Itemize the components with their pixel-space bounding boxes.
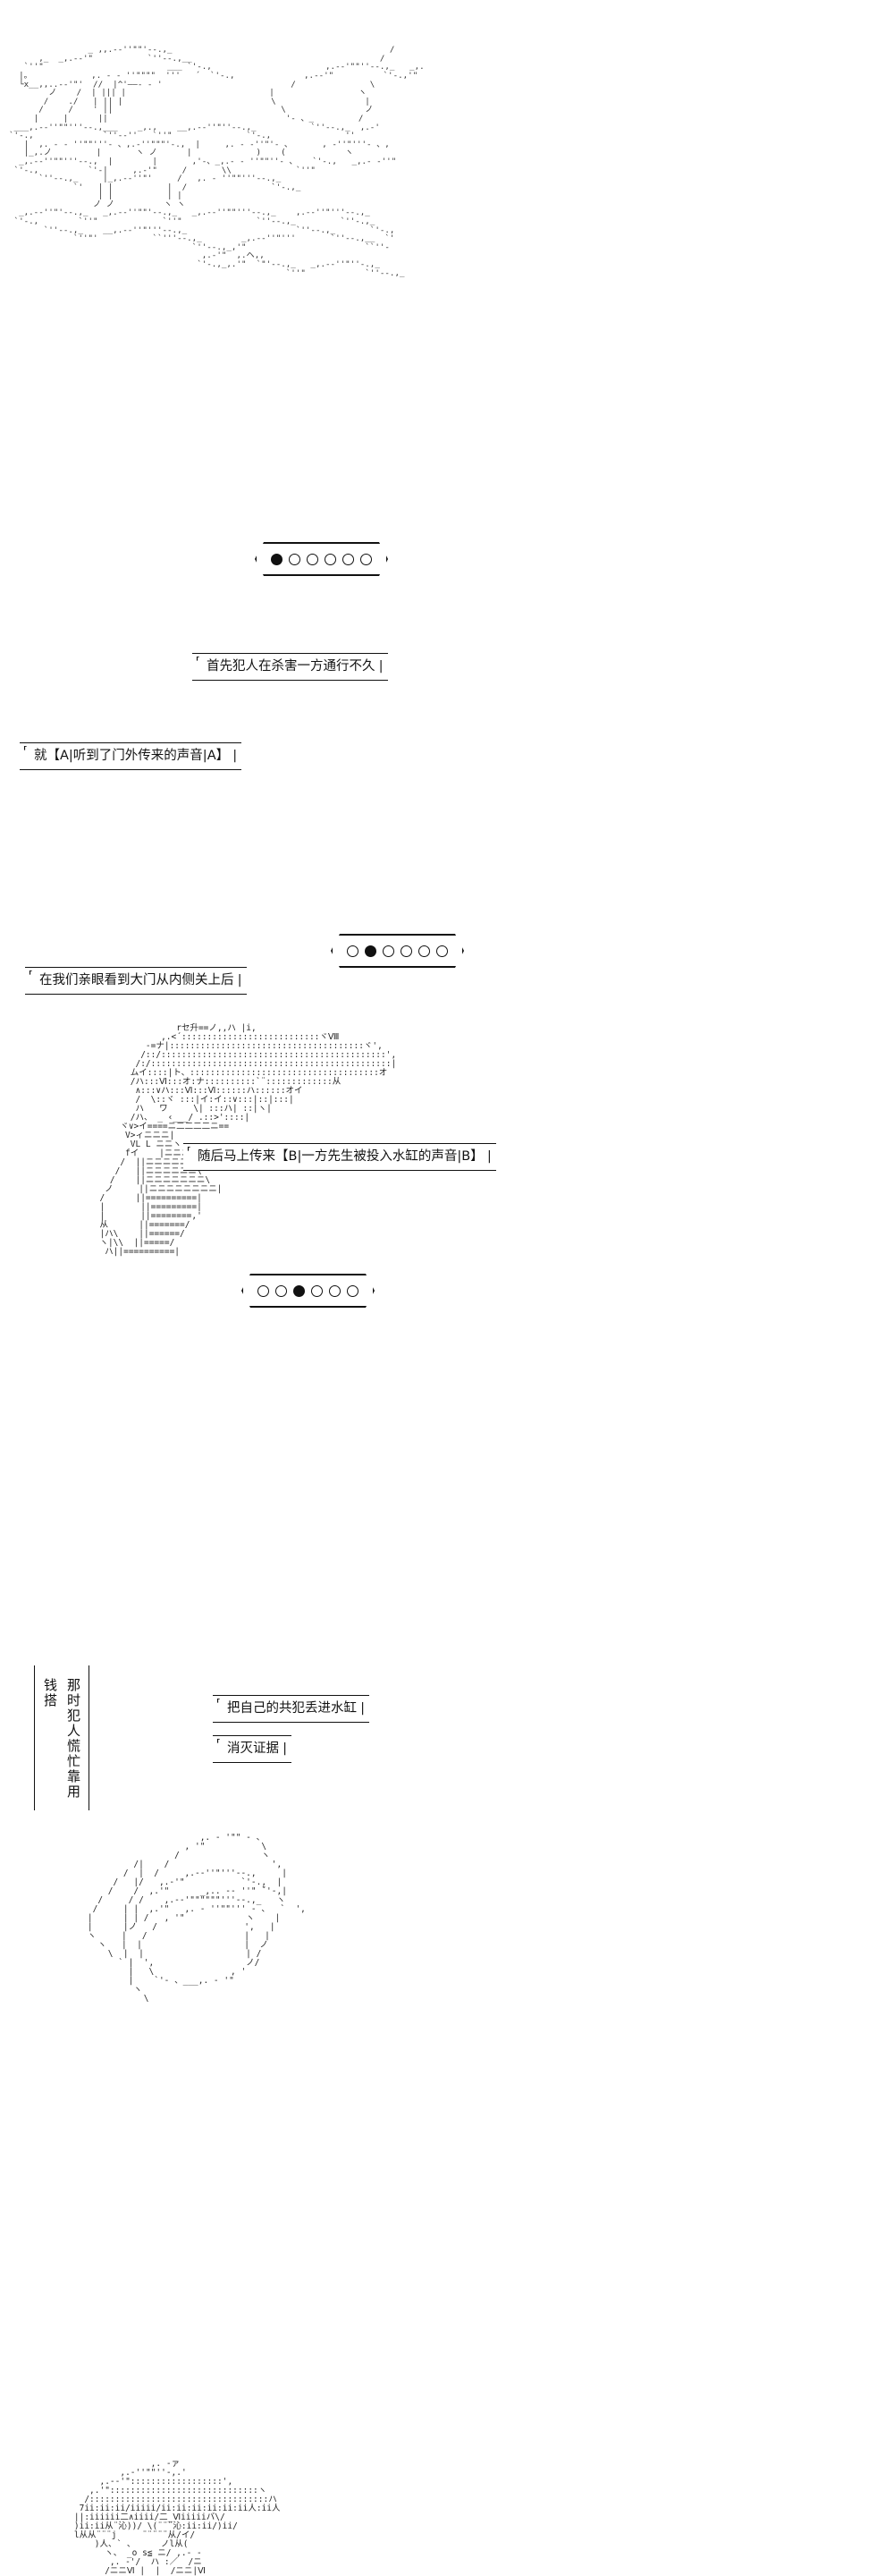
comic-page: _ ,,.-‐''""'‐-.,_ / ,_ _,.-‐'" `''‐-.,__… bbox=[0, 0, 894, 1789]
progress-meter-1 bbox=[255, 542, 388, 576]
meter-dot bbox=[307, 554, 318, 565]
meter-dot bbox=[325, 554, 336, 565]
meter-dot bbox=[275, 1285, 287, 1297]
character-ascii-art-3: ,. ‐ァ ,.‐''""''‐,.' ,.-‐'"::::::::::::::… bbox=[73, 2458, 281, 2576]
meter-dot bbox=[293, 1285, 305, 1297]
meter-dot bbox=[289, 554, 300, 565]
character-ascii-art-1: rセ升==ノ,,ハ |i, ,.<´::::::::::::::::::::::… bbox=[99, 1022, 397, 1257]
meter-dot bbox=[365, 945, 376, 957]
panel-accelerator-deduction-1: rセ升==ノ,,ハ |i, ,.<´::::::::::::::::::::::… bbox=[0, 501, 894, 1256]
meter-dot bbox=[342, 554, 354, 565]
title-ascii-art: _ ,,.-‐''""'‐-.,_ / ,_ _,.-‐'" `''‐-.,__… bbox=[9, 45, 425, 278]
meter-dot bbox=[383, 945, 394, 957]
meter-dot bbox=[257, 1285, 269, 1297]
progress-meter-3 bbox=[241, 1274, 375, 1308]
meter-dot bbox=[418, 945, 430, 957]
speech-bubble-6: 消灭证据 bbox=[213, 1735, 291, 1763]
meter-dot bbox=[329, 1285, 341, 1297]
meter-dot bbox=[347, 1285, 358, 1297]
meter-dot bbox=[271, 554, 283, 565]
speech-bubble-1: 首先犯人在杀害一方通行不久 bbox=[192, 653, 388, 681]
speech-bubble-5: 把自己的共犯丢进水缸 bbox=[213, 1695, 369, 1723]
meter-dot bbox=[401, 945, 412, 957]
character-ascii-art-2: ,. ‐ '"" ‐ 、 , '" \ / ヽ /| / ', / | / ,.… bbox=[87, 1832, 306, 2004]
meter-dot bbox=[347, 945, 358, 957]
panel-accelerator-deduction-3: ,. ‐ァ ,.‐''""''‐,.' ,.-‐'"::::::::::::::… bbox=[0, 1208, 894, 2575]
meter-dot bbox=[360, 554, 372, 565]
progress-meter-2 bbox=[331, 934, 464, 968]
meter-dot bbox=[436, 945, 448, 957]
speech-bubble-vertical-1: 那时犯人慌忙靠用钱搭 bbox=[34, 1665, 89, 1810]
speech-bubble-2: 就【A|听到了门外传来的声音|A】 bbox=[20, 742, 242, 770]
speech-bubble-4: 随后马上传来【B|一方先生被投入水缸的声音|B】 bbox=[183, 1143, 496, 1171]
meter-dot bbox=[311, 1285, 323, 1297]
speech-bubble-3: 在我们亲眼看到大门从内侧关上后 bbox=[25, 967, 247, 995]
